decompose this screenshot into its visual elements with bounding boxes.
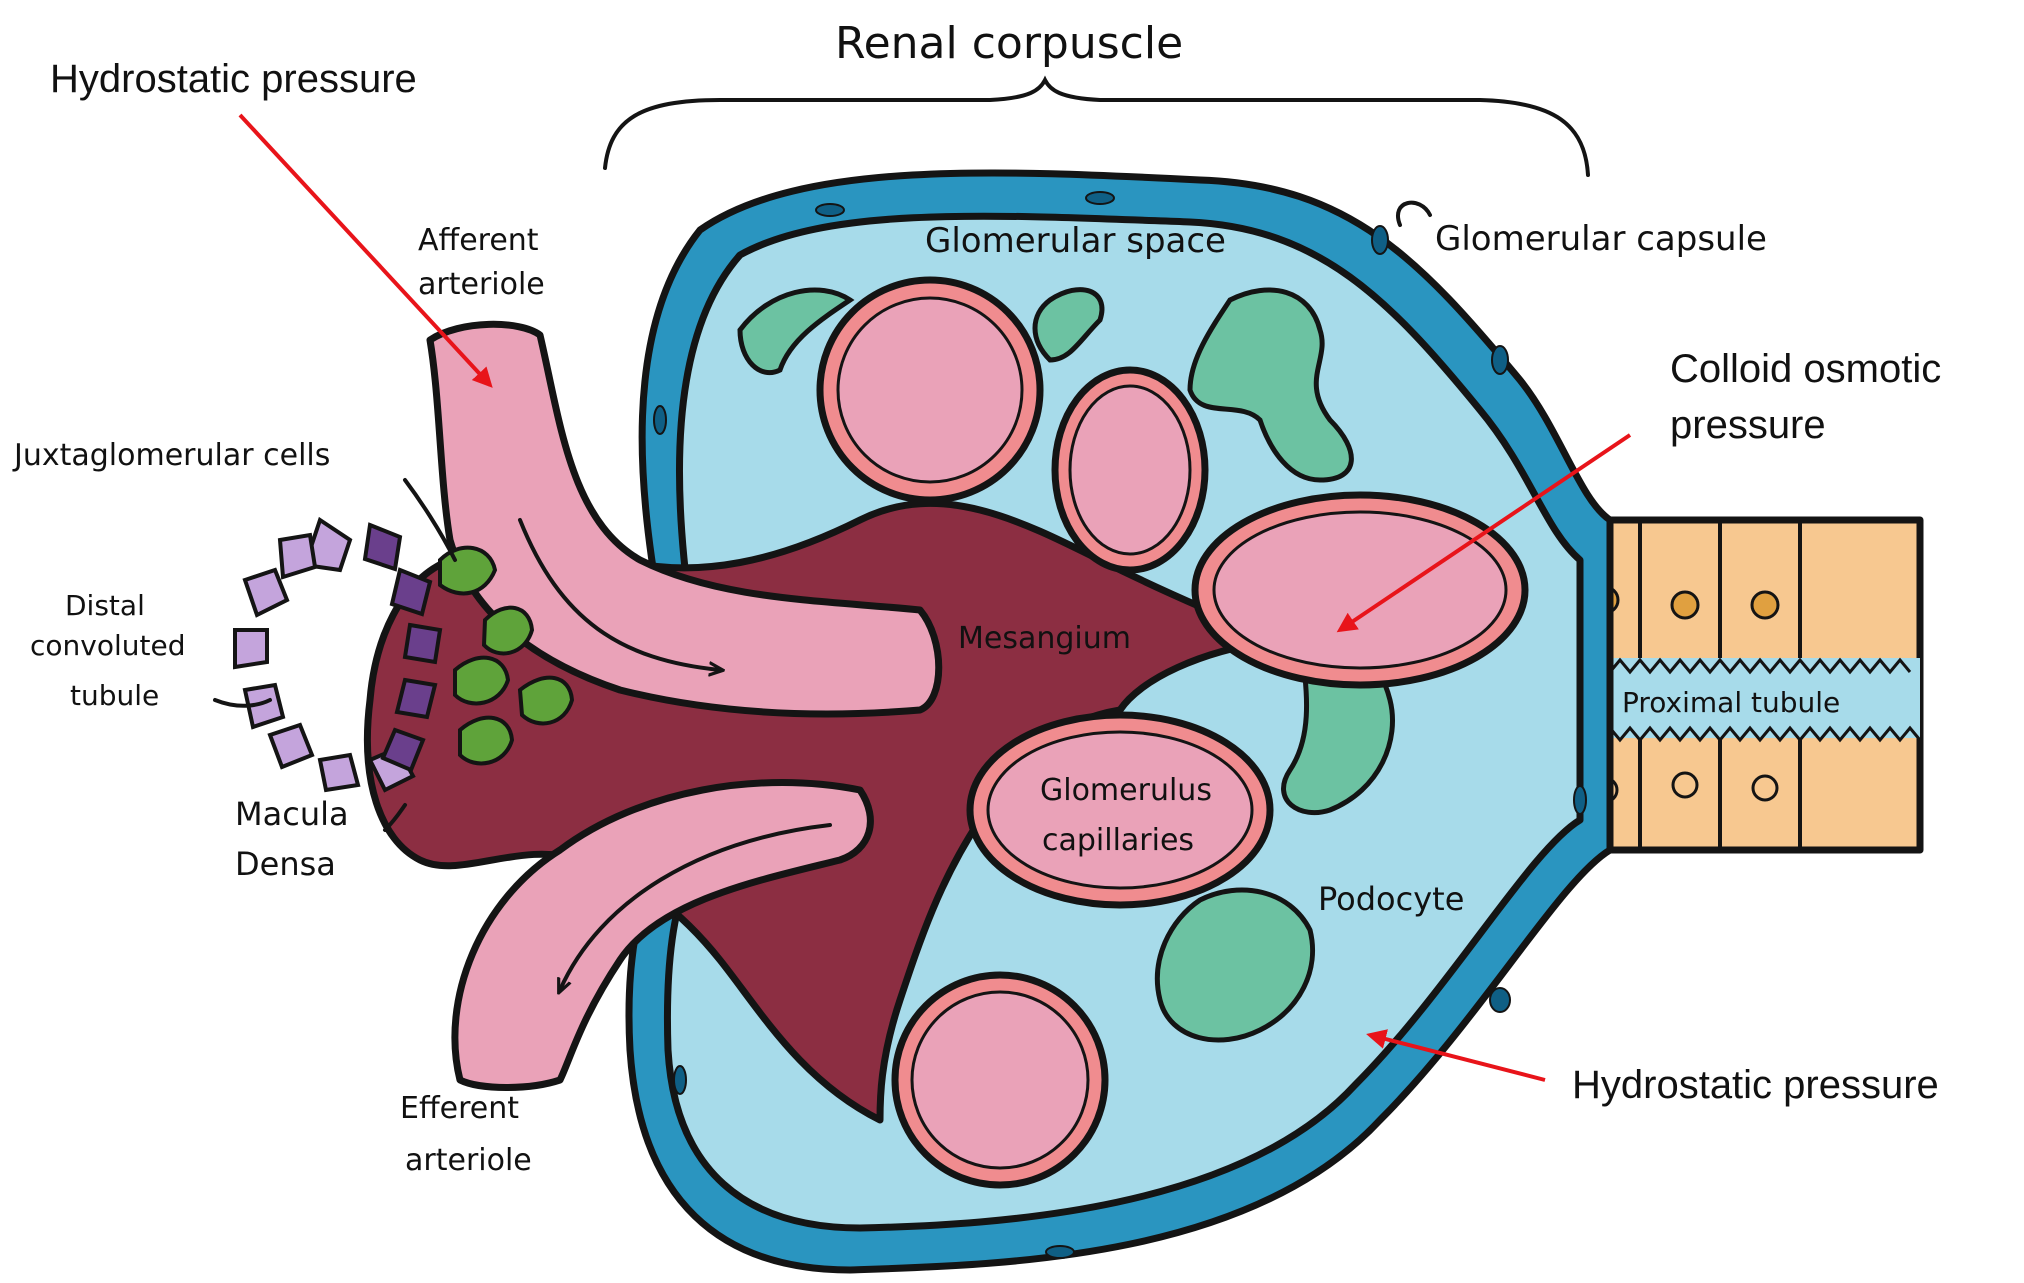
- efferent-label-1: Efferent: [400, 1091, 519, 1126]
- renal-corpuscle-brace: [605, 80, 1588, 175]
- distal-label-2: convoluted: [30, 629, 185, 662]
- macula-label-2: Densa: [235, 845, 336, 883]
- hydrostatic-bottom-annotation: Hydrostatic pressure: [1572, 1063, 1939, 1107]
- colloid-annotation-1: Colloid osmotic: [1670, 347, 1941, 391]
- hydrostatic-top-annotation: Hydrostatic pressure: [50, 57, 417, 101]
- renal-corpuscle-title: Renal corpuscle: [835, 18, 1183, 69]
- glomerular-space-label: Glomerular space: [925, 221, 1226, 261]
- afferent-label-2: arteriole: [418, 267, 545, 302]
- glomerulus-label-1: Glomerulus: [1040, 773, 1212, 808]
- proximal-tubule-label: Proximal tubule: [1622, 686, 1840, 719]
- distal-label-3: tubule: [70, 679, 159, 712]
- glomerulus-label-2: capillaries: [1042, 823, 1194, 858]
- proximal-tubule: [1560, 520, 1920, 850]
- juxtaglomerular-label: Juxtaglomerular cells: [12, 438, 330, 473]
- macula-label-1: Macula: [235, 795, 349, 833]
- podocyte-label: Podocyte: [1318, 880, 1464, 918]
- mesangium-label: Mesangium: [958, 621, 1131, 656]
- colloid-annotation-2: pressure: [1670, 403, 1826, 447]
- glomerular-capsule-label: Glomerular capsule: [1435, 219, 1767, 259]
- distal-convoluted-tubule: [235, 520, 440, 790]
- distal-label-1: Distal: [65, 589, 145, 622]
- afferent-label-1: Afferent: [418, 223, 539, 258]
- efferent-label-2: arteriole: [405, 1143, 532, 1178]
